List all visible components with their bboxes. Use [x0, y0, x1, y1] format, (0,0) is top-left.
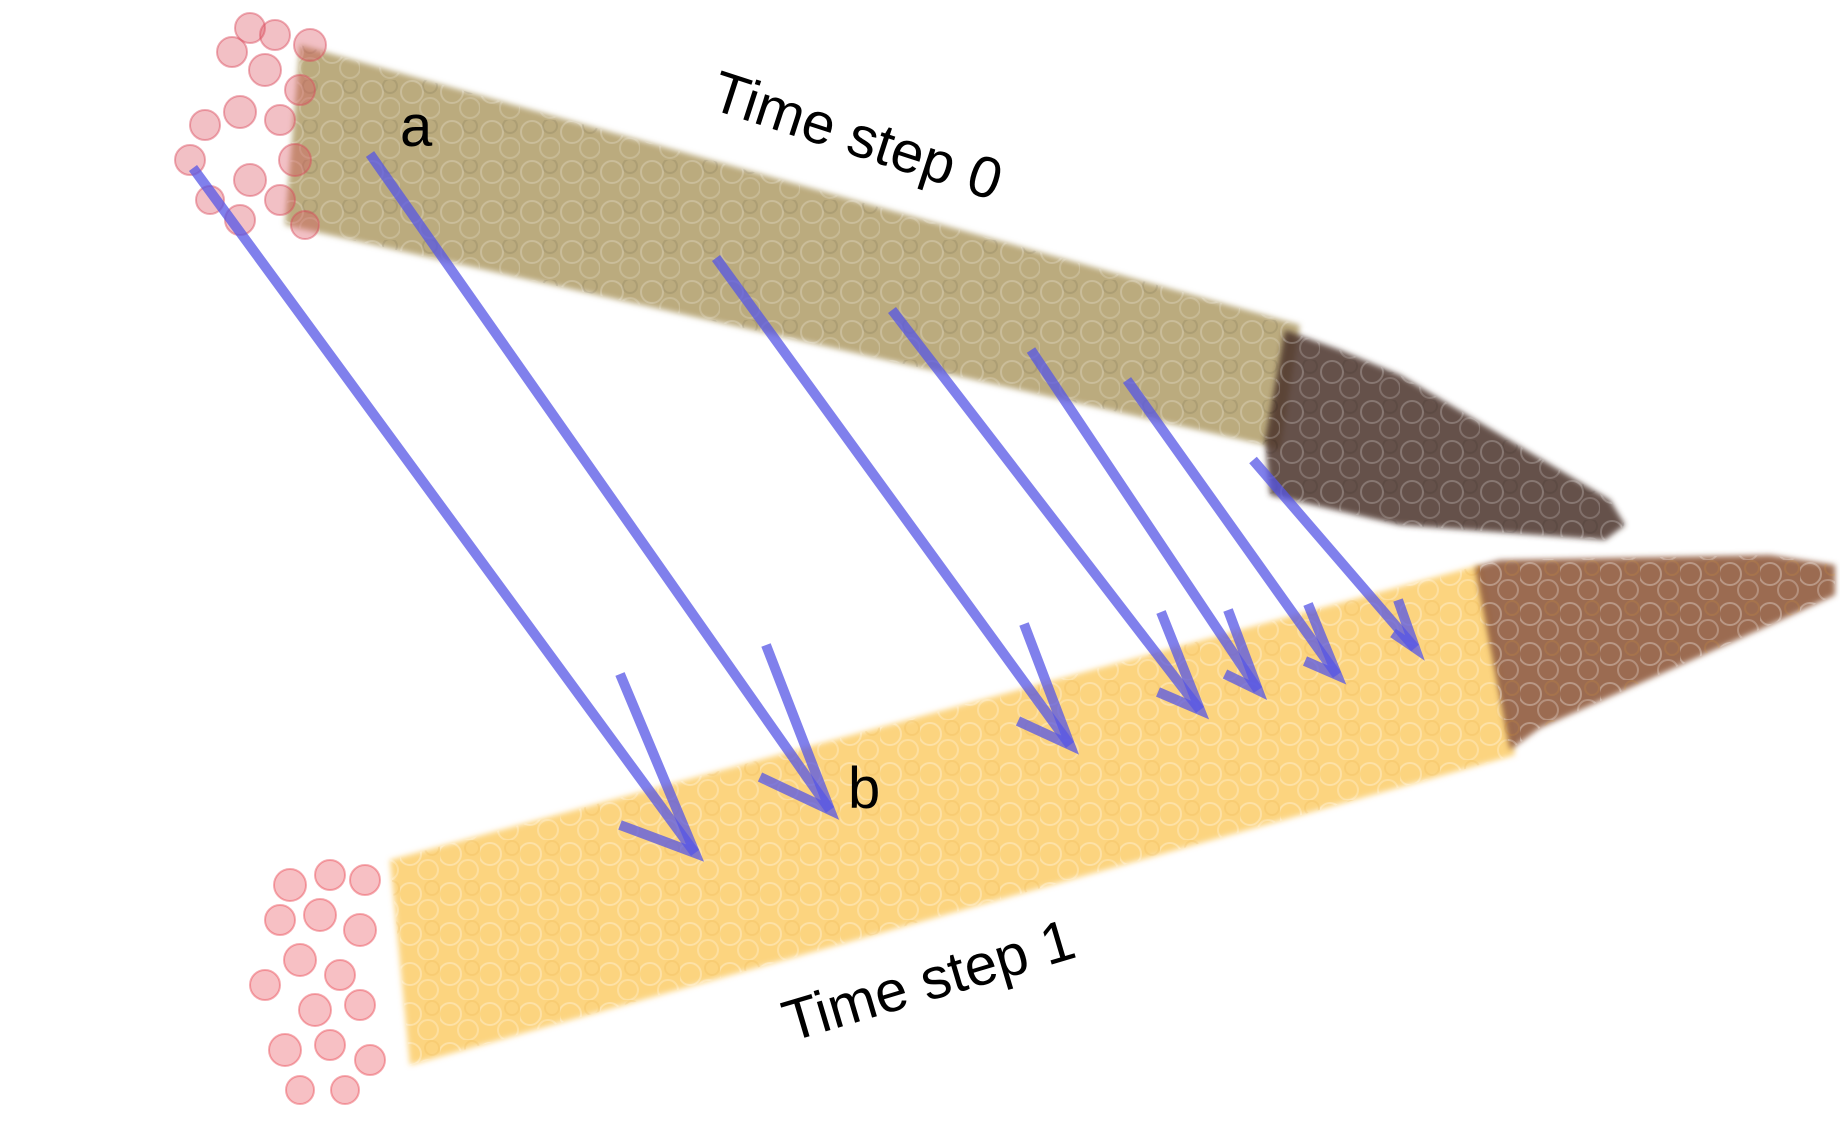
arrow-4: [888, 306, 1210, 720]
arrow-1: [188, 165, 705, 862]
arrow-7: [1249, 456, 1425, 661]
point-a-label: a: [400, 94, 433, 159]
point-b-label: b: [848, 756, 880, 821]
arrow-6: [1122, 377, 1347, 685]
time-step-1-shape: [249, 555, 1835, 1105]
arrow-2: [365, 151, 840, 820]
time-step-1-end-cap: [249, 859, 386, 1105]
arrow-3: [711, 255, 1080, 755]
time-step-0-shape: [174, 12, 1625, 540]
correspondence-arrows: [188, 151, 1425, 862]
arrow-5: [1026, 347, 1268, 700]
time-step-0-end-cap: [174, 12, 327, 240]
